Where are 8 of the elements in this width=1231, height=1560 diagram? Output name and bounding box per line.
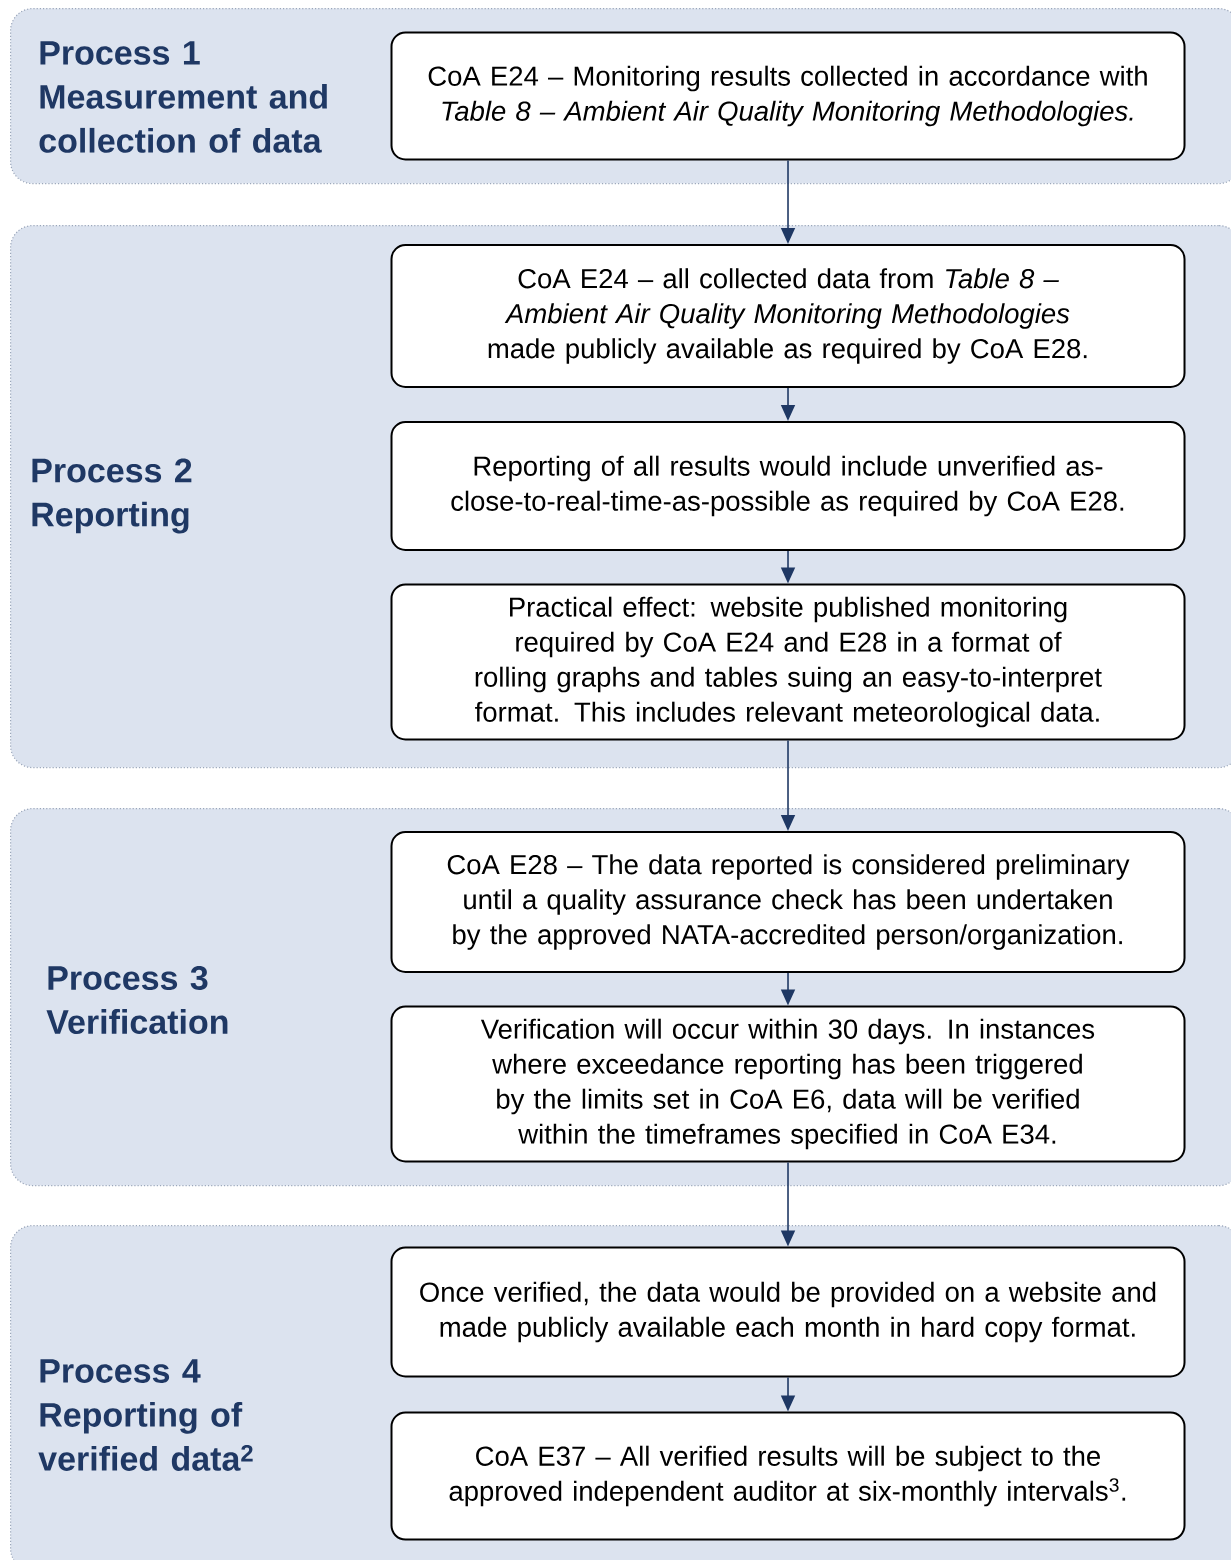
process-box: Verification will occur within 30 days. In instances where exceedance reporting has been triggered by the limits set in CoA E6, data will be verified within the timeframes specified in CoA E34. <box>390 1005 1186 1163</box>
process-box: CoA E37 – All verified results will be subject to the approved independent auditor at six-monthly intervals$^{3}$. <box>390 1411 1186 1541</box>
process-box: CoA E28 – The data reported is considered preliminary until a quality assurance check has been undertaken by the approved NATA-accredited person/organization. <box>390 831 1186 973</box>
process-box: CoA E24 – Monitoring results collected in accordance with Table 8 – Ambient Air Quality Monitoring Methodologies. <box>390 31 1186 161</box>
process-box: CoA E24 – all collected data from Table 8 – Ambient Air Quality Monitoring Methodologies made publicly available as required by CoA E28. <box>390 244 1186 388</box>
process-box: Once verified, the data would be provided on a website and made publicly available each month in hard copy format. <box>390 1246 1186 1378</box>
process-box: Reporting of all results would include unverified as-close-to-real-time-as-possible as required by CoA E28. <box>390 421 1186 551</box>
process-box: Practical effect: website published monitoring required by CoA E24 and E28 in a format of rolling graphs and tables suing an easy-to-interpret format. This includes relevant meteorological data. <box>390 583 1186 741</box>
